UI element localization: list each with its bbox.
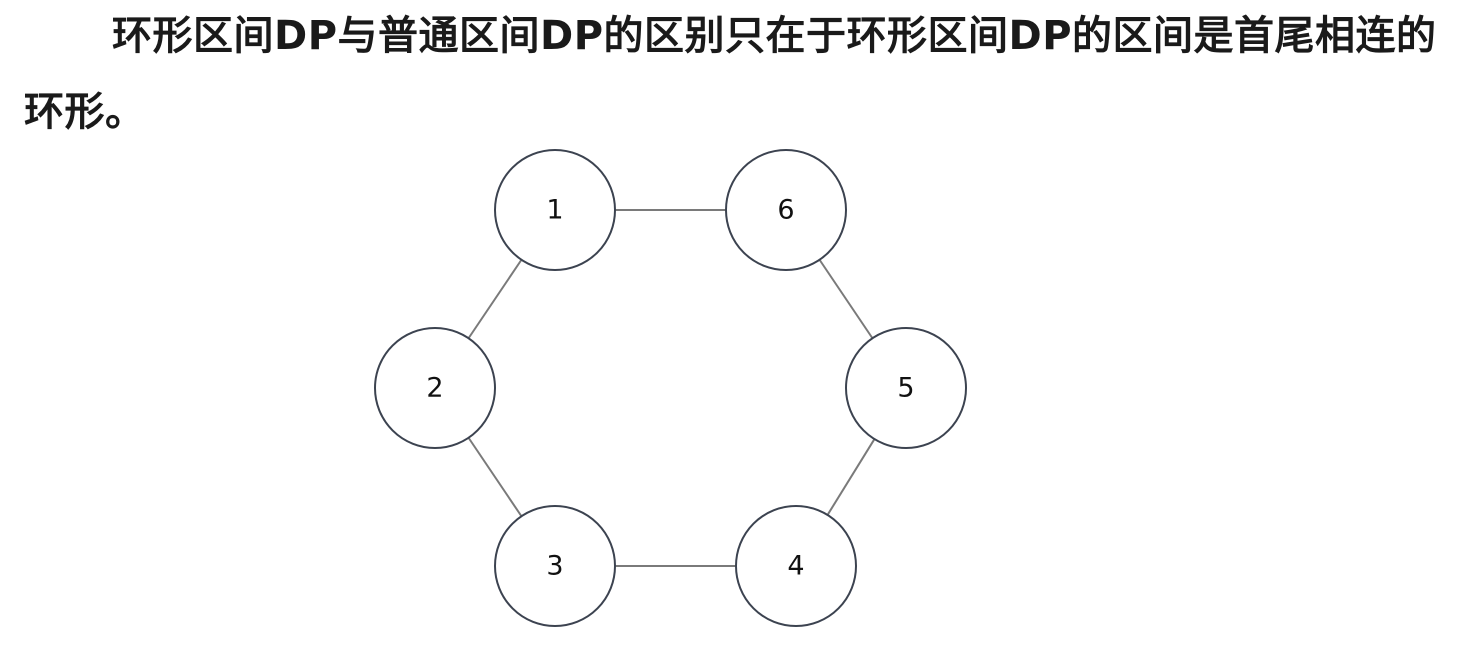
edges-layer — [467, 209, 876, 567]
node-circle — [845, 327, 967, 449]
node-circle — [494, 505, 616, 627]
edge-5-4 — [826, 438, 876, 516]
edge-6-5 — [818, 259, 874, 339]
node-1: 1 — [494, 149, 616, 271]
node-6: 6 — [725, 149, 847, 271]
node-label: 1 — [546, 195, 563, 226]
nodes-layer: 1 2 3 4 5 6 — [374, 149, 967, 627]
paragraph-line-1: 环形区间DP与普通区间DP的区别只在于环形区间DP的区间是首尾相连的 — [112, 13, 1437, 59]
node-circle — [725, 149, 847, 271]
node-label: 2 — [426, 373, 443, 404]
node-3: 3 — [494, 505, 616, 627]
node-label: 4 — [787, 551, 804, 582]
node-circle — [374, 327, 496, 449]
paragraph-line-2: 环形。 — [24, 89, 146, 135]
node-circle — [494, 149, 616, 271]
node-label: 6 — [777, 195, 794, 226]
edge-2-1 — [467, 259, 523, 339]
node-circle — [735, 505, 857, 627]
node-label: 5 — [897, 373, 914, 404]
node-label: 3 — [546, 551, 563, 582]
node-5: 5 — [845, 327, 967, 449]
node-4: 4 — [735, 505, 857, 627]
paragraph: 环形区间DP与普通区间DP的区别只在于环形区间DP的区间是首尾相连的 环形。 — [0, 0, 1475, 150]
edge-3-2 — [467, 437, 523, 517]
node-2: 2 — [374, 327, 496, 449]
